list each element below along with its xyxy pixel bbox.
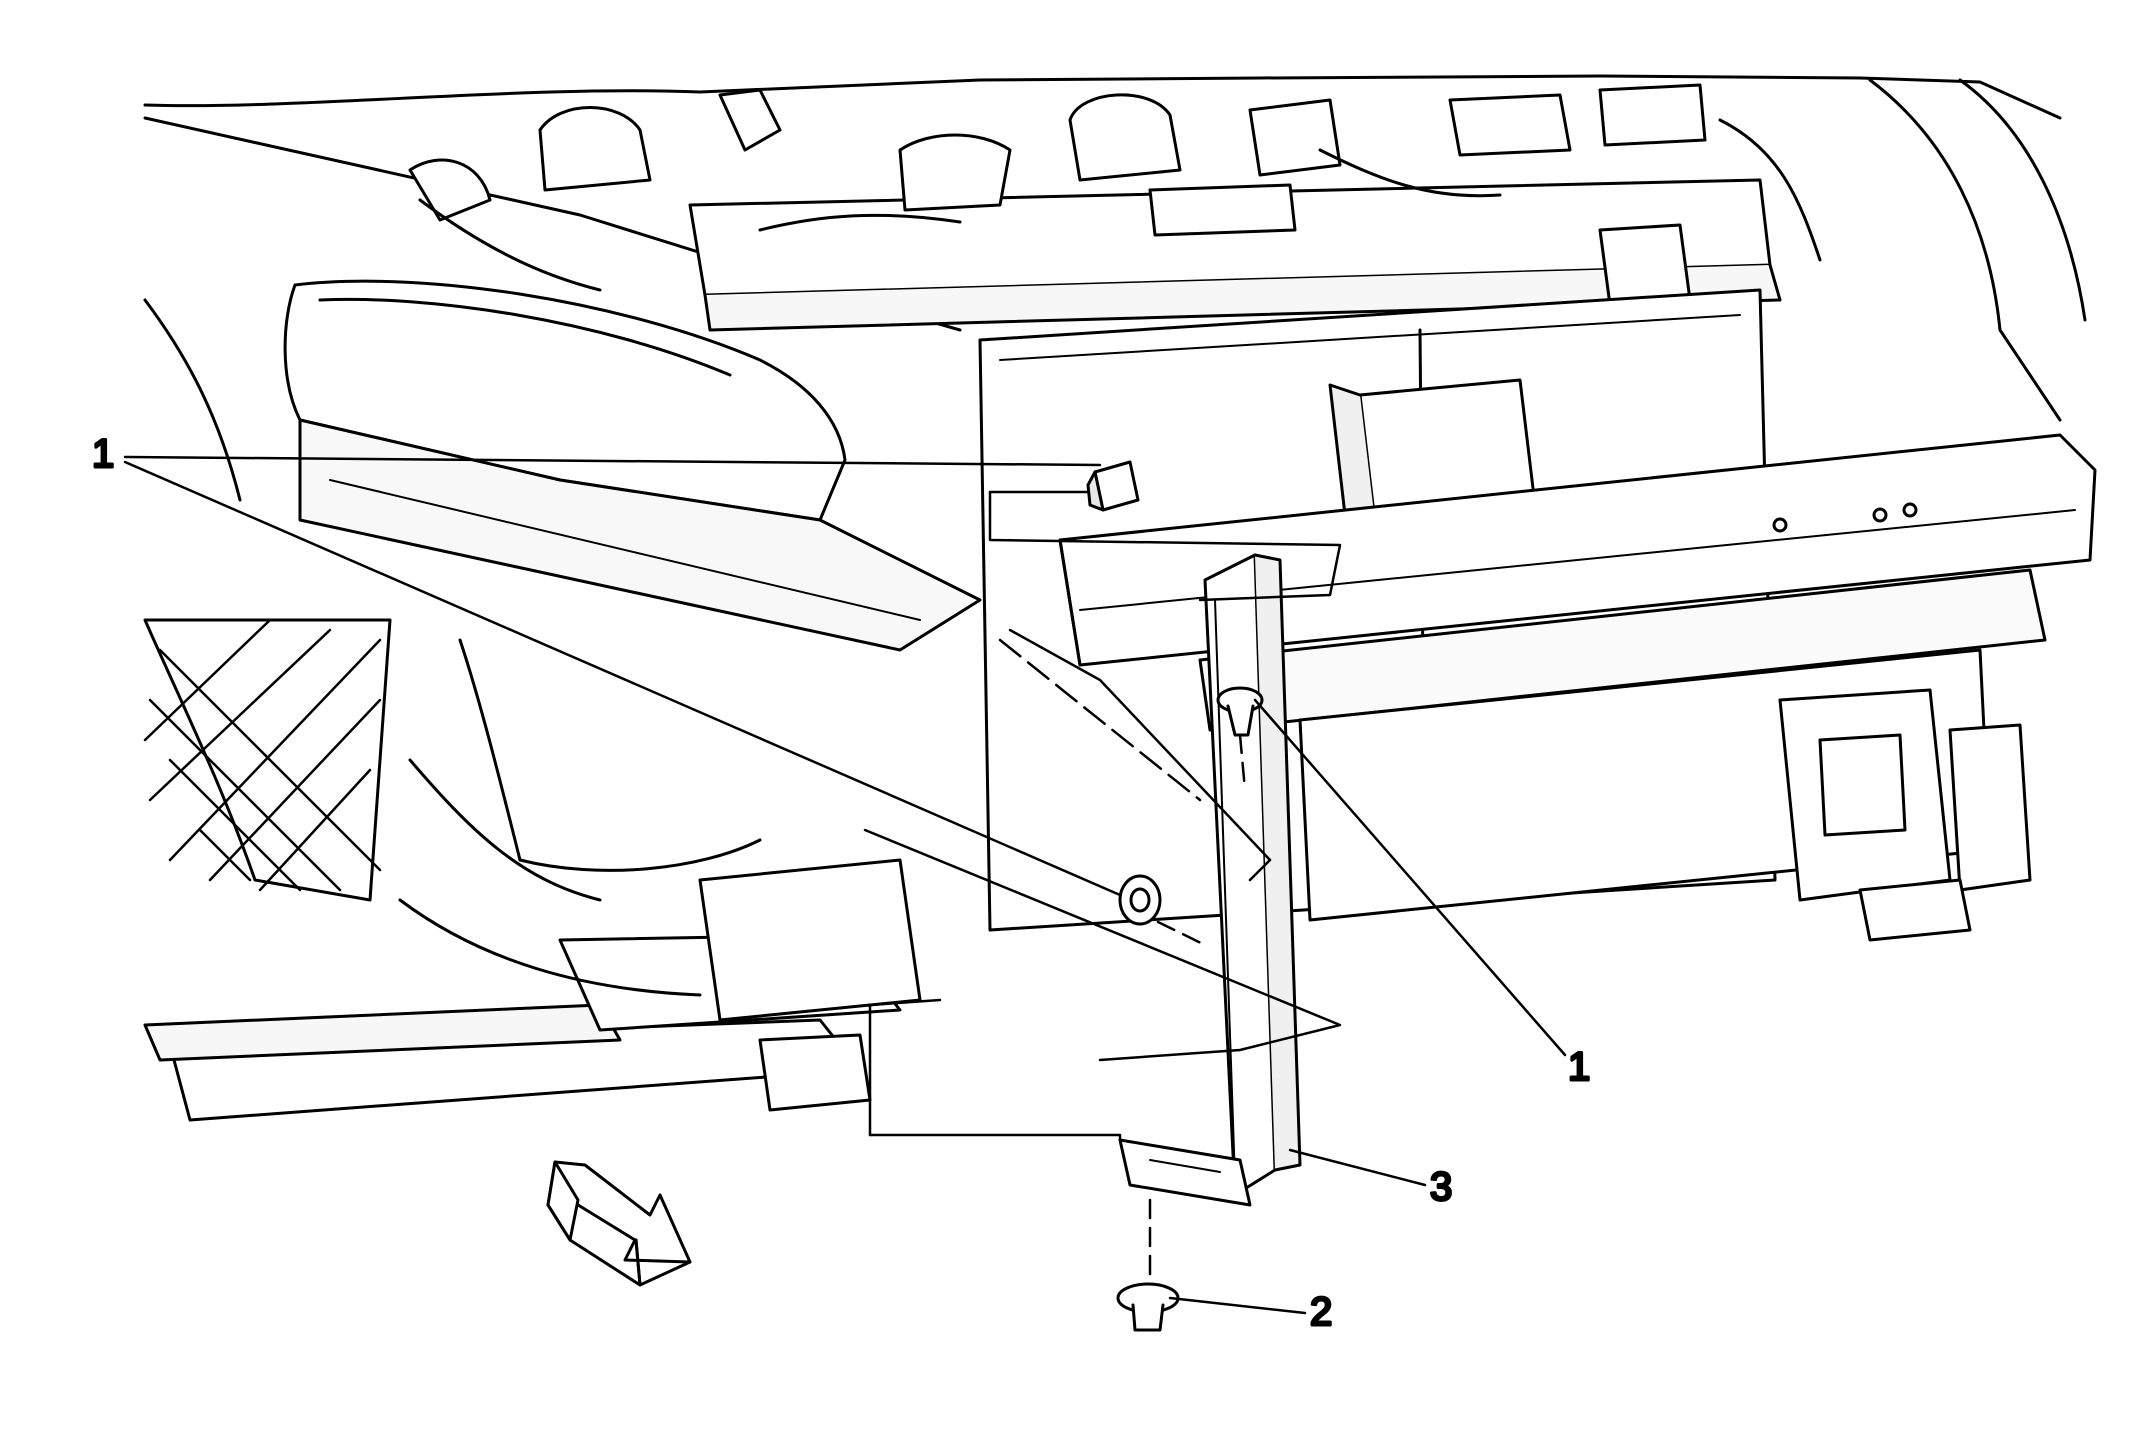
right-side-components	[1778, 688, 2032, 942]
engine-bay-background	[143, 74, 2087, 502]
callout-label: 2	[1310, 1290, 1332, 1334]
fastener-nut-left	[1118, 874, 1162, 926]
callout-label: 1	[92, 432, 114, 476]
fastener-push-pin-middle	[1216, 686, 1264, 737]
callout-label: 1	[1568, 1045, 1590, 1089]
leader-lines	[123, 455, 1567, 1315]
headlamp-assembly	[283, 279, 982, 652]
fastener-push-pin-top	[1086, 460, 1140, 512]
lower-support	[143, 638, 922, 1122]
forward-arrow-icon	[546, 1160, 692, 1287]
explosion-lines	[863, 490, 1342, 1282]
radiator-air-baffle-bracket	[1118, 553, 1302, 1207]
callout-label: 3	[1430, 1165, 1452, 1209]
left-grille-mesh	[143, 618, 392, 902]
fastener-bolt-bottom	[1116, 1282, 1180, 1332]
